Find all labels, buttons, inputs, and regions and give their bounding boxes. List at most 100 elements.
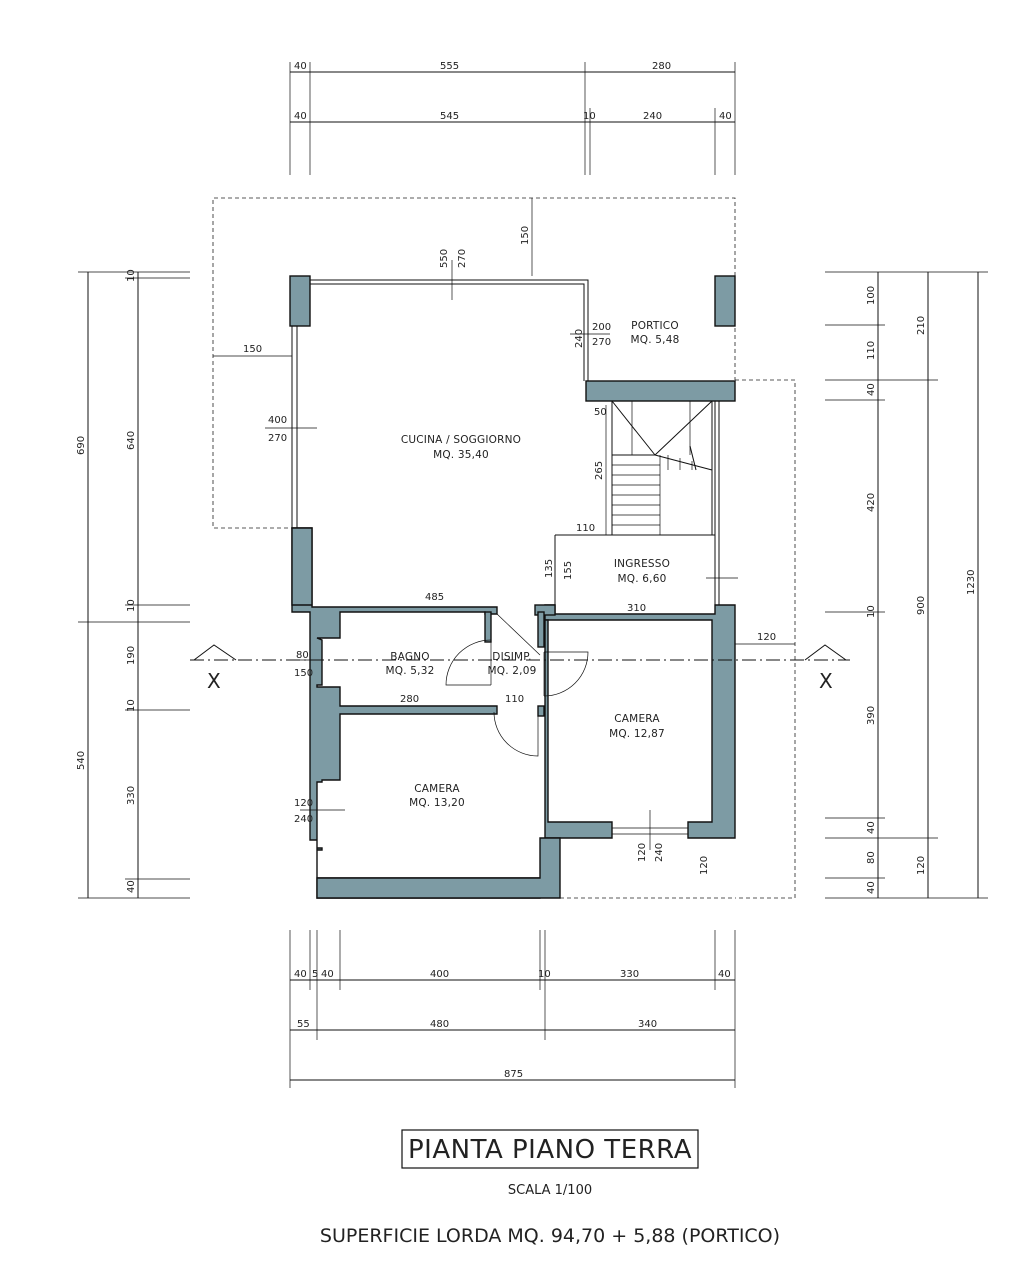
- bot1-dim-330: 330: [620, 969, 639, 980]
- left-inner-640: 640: [126, 431, 137, 450]
- left-outer-540: 540: [76, 751, 87, 770]
- room-bagno-area: MQ. 5,32: [386, 665, 435, 677]
- room-camera2-area: MQ. 13,20: [409, 797, 465, 809]
- dim-110a: 110: [576, 523, 595, 534]
- right-outer-1230: 1230: [966, 570, 977, 595]
- right-inner-10: 10: [866, 605, 877, 618]
- dim-265: 265: [594, 461, 605, 480]
- room-labels: CUCINA / SOGGIORNO MQ. 35,40 PORTICO MQ.…: [386, 320, 680, 809]
- bot1-dim-10: 10: [538, 969, 551, 980]
- room-camera2-name: CAMERA: [414, 783, 460, 795]
- room-bagno-name: BAGNO: [390, 651, 429, 663]
- room-camera1-name: CAMERA: [614, 713, 660, 725]
- walls: [289, 275, 736, 899]
- left-outer-690: 690: [76, 436, 87, 455]
- bottom-dimension-chains: 40 5 40 400 10 330 40 55 480 340 875: [289, 930, 736, 1088]
- top2-dim-545: 545: [440, 111, 459, 122]
- door-ingresso-swing: [496, 613, 541, 656]
- bot3-dim-875: 875: [504, 1069, 523, 1080]
- title-box: [401, 1129, 699, 1169]
- right-inner-80: 80: [866, 851, 877, 864]
- dim-550: 550: [439, 249, 450, 268]
- room-disimp-name: DISIMP.: [492, 651, 531, 663]
- outer-wall-lower: [291, 527, 541, 899]
- dim-120-right: 120: [757, 632, 776, 643]
- section-line: X X: [190, 644, 850, 693]
- room-cucina-name: CUCINA / SOGGIORNO: [401, 434, 521, 446]
- dim-270a: 270: [457, 249, 468, 268]
- bot2-dim-55: 55: [297, 1019, 310, 1030]
- title-block: PIANTA PIANO TERRA SCALA 1/100 SUPERFICI…: [320, 1129, 780, 1247]
- right-dimension-chains: 100 110 40 420 10 390 40 80 40 210 900 1…: [825, 271, 988, 899]
- dim-240-window: 240: [654, 843, 665, 862]
- dim-50: 50: [594, 407, 607, 418]
- column-right: [714, 275, 736, 327]
- dim-150c: 150: [294, 668, 313, 679]
- bot2-dim-340: 340: [638, 1019, 657, 1030]
- stair: [611, 400, 713, 536]
- door-camera2-swing: [493, 711, 539, 757]
- column-left: [289, 275, 311, 327]
- room-ingresso-area: MQ. 6,60: [618, 573, 667, 585]
- camera-bottom-wall: [544, 619, 613, 839]
- disimp-jamb: [484, 611, 492, 643]
- right-mid-900: 900: [916, 596, 927, 615]
- left-inner-190: 190: [126, 646, 137, 665]
- left-inner-10a: 10: [126, 269, 137, 282]
- dim-485: 485: [425, 592, 444, 603]
- bot1-dim-400: 400: [430, 969, 449, 980]
- dim-310: 310: [627, 603, 646, 614]
- right-mid-210: 210: [916, 316, 927, 335]
- room-portico-name: PORTICO: [631, 320, 679, 332]
- dim-120-window: 120: [637, 843, 648, 862]
- scale-label: SCALA 1/100: [508, 1183, 592, 1198]
- dim-135: 135: [544, 559, 555, 578]
- right-inner-40c: 40: [866, 881, 877, 894]
- top2-dim-240: 240: [643, 111, 662, 122]
- room-camera1-area: MQ. 12,87: [609, 728, 665, 740]
- dim-155: 155: [563, 561, 574, 580]
- doors: [300, 613, 688, 850]
- left-dimension-chains: 690 540 10 640 10 190 10 330 40: [76, 269, 190, 899]
- section-mark-right: X: [819, 669, 833, 693]
- bot1-dim-5: 5: [312, 969, 318, 980]
- right-inner-40b: 40: [866, 821, 877, 834]
- dim-80: 80: [296, 650, 309, 661]
- left-wall-block: [291, 527, 313, 606]
- section-mark-left: X: [207, 669, 221, 693]
- portico-outline: [212, 197, 796, 899]
- left-inner-40: 40: [126, 880, 137, 893]
- dim-240-left: 240: [294, 814, 313, 825]
- bot1-dim-40a: 40: [294, 969, 307, 980]
- dim-150-left: 150: [243, 344, 262, 355]
- right-inner-110: 110: [866, 341, 877, 360]
- right-mid-120: 120: [916, 856, 927, 875]
- top2-dim-10: 10: [583, 111, 596, 122]
- left-inner-10b: 10: [126, 599, 137, 612]
- room-portico-area: MQ. 5,48: [631, 334, 680, 346]
- disimp-wall-top: [534, 604, 556, 616]
- dim-280: 280: [400, 694, 419, 705]
- top2-dim-40b: 40: [719, 111, 732, 122]
- left-inner-10c: 10: [126, 699, 137, 712]
- right-inner-420: 420: [866, 493, 877, 512]
- right-inner-40a: 40: [866, 383, 877, 396]
- right-inner-390: 390: [866, 706, 877, 725]
- room-ingresso-name: INGRESSO: [614, 558, 670, 570]
- dim-270c: 270: [592, 337, 611, 348]
- page-title: PIANTA PIANO TERRA: [408, 1135, 692, 1165]
- bot1-dim-40c: 40: [718, 969, 731, 980]
- dim-400: 400: [268, 415, 287, 426]
- top1-dim-280: 280: [652, 61, 671, 72]
- top1-dim-40: 40: [294, 61, 307, 72]
- dim-120-left: 120: [294, 798, 313, 809]
- surface-label: SUPERFICIE LORDA MQ. 94,70 + 5,88 (PORTI…: [320, 1225, 780, 1247]
- bot2-dim-480: 480: [430, 1019, 449, 1030]
- room-cucina-area: MQ. 35,40: [433, 449, 489, 461]
- top2-dim-40: 40: [294, 111, 307, 122]
- top-dimension-chains: 40 555 280 40 545 10 240 40: [289, 61, 736, 175]
- right-inner-100: 100: [866, 286, 877, 305]
- room-disimp-area: MQ. 2,09: [488, 665, 537, 677]
- door-bagno-swing: [445, 639, 492, 686]
